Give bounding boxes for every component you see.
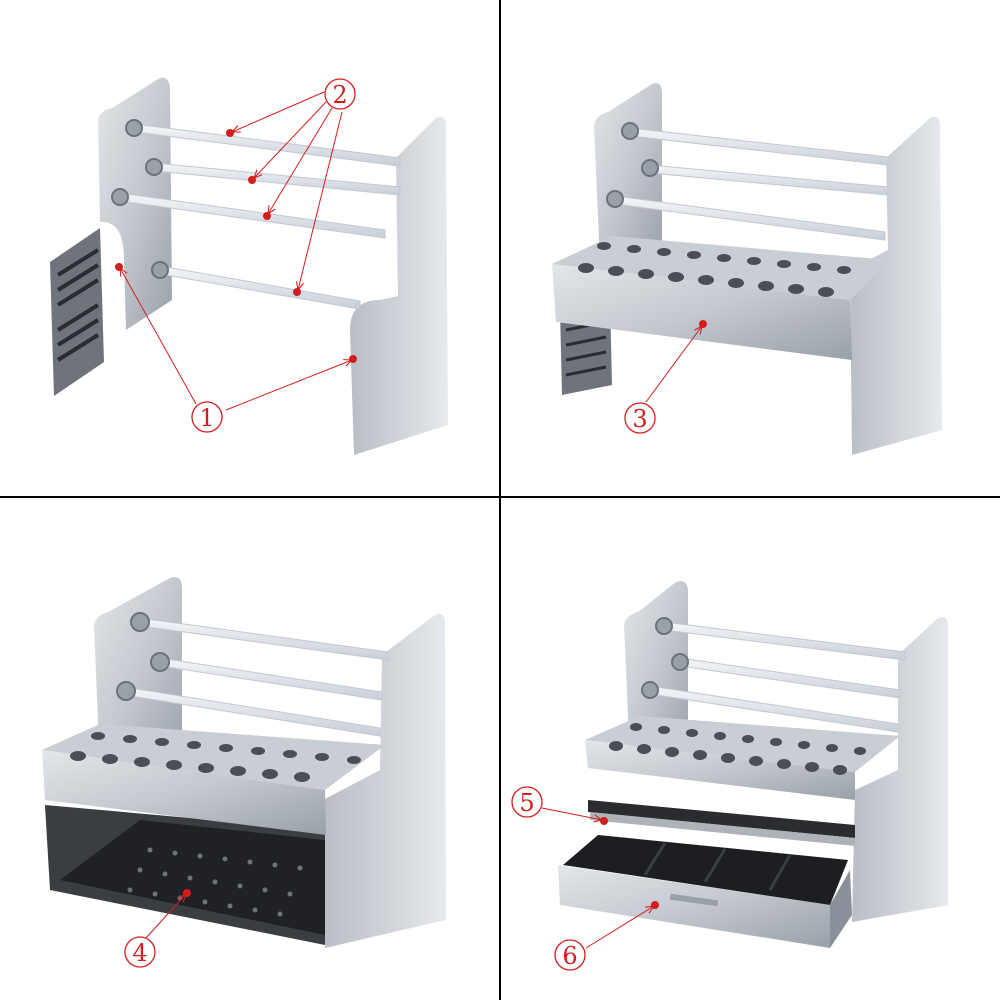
hole-shelf-front [585,740,855,800]
hole-grid [70,732,361,782]
divider-plate [590,812,855,846]
tray-holes [127,847,303,917]
label-5-text: 5 [519,789,534,817]
rod-caps [641,617,689,699]
label-2-text: 2 [332,81,347,109]
drawer-handle [669,893,719,907]
hole-shelf-front [42,750,326,835]
side-panel-right [350,117,448,455]
back-panel [594,83,662,262]
label-3-text: 3 [632,405,647,433]
hole-shelf-front [552,264,852,360]
leader-line [254,101,327,178]
side-panel-right [852,617,948,922]
panel-top-right [552,83,942,455]
number-labels: 1 2 3 4 5 6 [124,78,656,971]
drawer-side [830,870,852,948]
rod-caps [116,612,170,701]
drawer-dividers [643,842,792,891]
leader-line [645,326,702,403]
label-3: 3 [624,402,656,434]
slot-grooves [56,248,100,362]
leader-line [585,906,654,949]
label-4-text: 4 [132,939,147,967]
label-4: 4 [124,936,156,968]
target-dots [115,129,707,909]
rod-caps [111,119,169,279]
drawer-interior [563,835,848,905]
label-1-text: 1 [199,404,214,432]
rods [119,123,401,310]
rod-caps [606,122,659,208]
label-6-text: 6 [562,942,577,970]
rods [649,621,906,733]
bottom-tray [60,820,325,935]
leader-line [268,107,333,214]
leader-line [232,91,325,132]
label-1: 1 [191,401,223,433]
panel-bottom-right [558,581,948,948]
drawer-front [558,865,830,948]
divider-slot [588,800,855,838]
panel-bottom-left [42,577,446,948]
label-2: 2 [324,78,356,110]
leader-line [120,268,197,405]
side-panel-right [850,117,942,455]
hole-grid [609,723,866,775]
panel-top-left [50,77,448,455]
hole-grid [578,242,851,297]
leader-line [225,360,352,411]
side-panel-right [323,614,446,948]
leader-line [541,807,602,820]
leader-line [298,111,343,290]
leader-line [145,894,186,939]
rods [124,617,389,737]
label-5: 5 [511,786,543,818]
annotations [120,91,702,949]
label-6: 6 [554,939,586,971]
